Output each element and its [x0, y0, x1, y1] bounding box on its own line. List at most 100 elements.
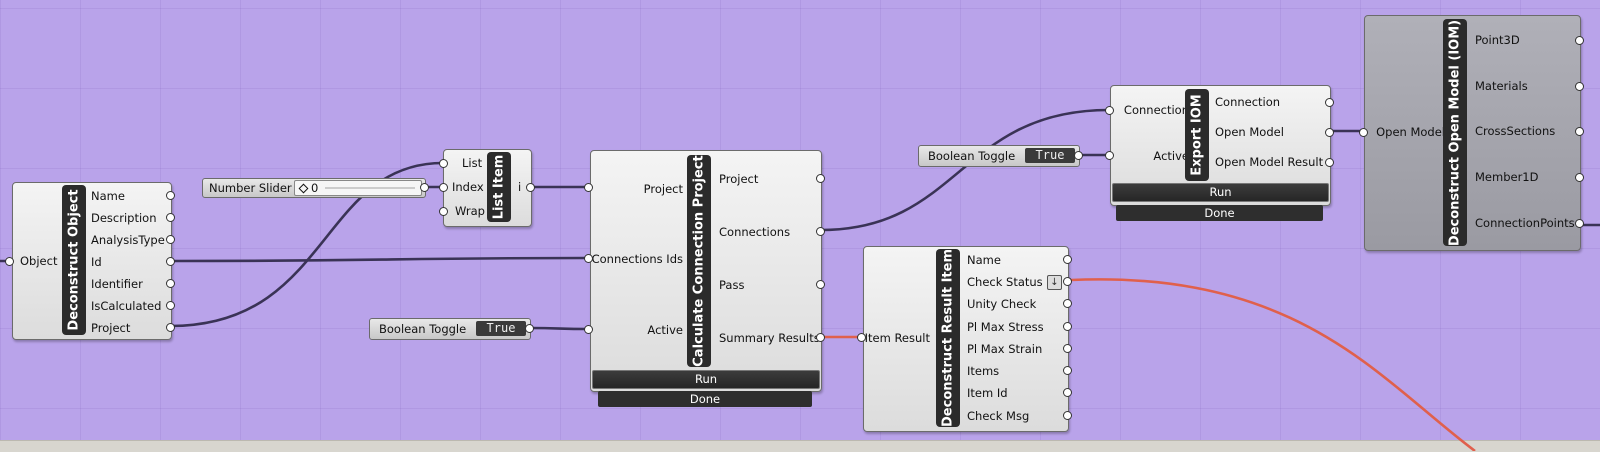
- output-grip[interactable]: [1575, 219, 1584, 228]
- component-title: Calculate Connection Project: [687, 155, 711, 367]
- output-grip[interactable]: [420, 183, 429, 192]
- deconstruct-open-model-component[interactable]: Open Model Deconstruct Open Model (IOM) …: [1364, 15, 1581, 251]
- status-done: Done: [1116, 205, 1323, 221]
- output-grip[interactable]: [1063, 411, 1072, 420]
- wire-id-to-connections-ids: [169, 256, 589, 263]
- input-open-model: Open Model: [1376, 125, 1445, 139]
- arrow-down-icon[interactable]: ↓: [1047, 275, 1062, 290]
- input-grip[interactable]: [1105, 106, 1114, 115]
- input-grip[interactable]: [1359, 128, 1368, 137]
- input-grip[interactable]: [584, 254, 593, 263]
- output-connection: Connection: [1215, 95, 1281, 109]
- output-check-status: Check Status: [967, 275, 1043, 289]
- input-grip[interactable]: [439, 159, 448, 168]
- slider-rail: [325, 187, 415, 189]
- output-grip[interactable]: [525, 324, 534, 333]
- output-grip[interactable]: [1063, 299, 1072, 308]
- slider-label: Number Slider: [209, 181, 292, 195]
- input-grip[interactable]: [857, 333, 866, 342]
- output-grip[interactable]: [816, 174, 825, 183]
- boolean-toggle[interactable]: Boolean Toggle True: [918, 145, 1080, 167]
- output-materials: Materials: [1475, 79, 1528, 93]
- output-grip[interactable]: [1063, 255, 1072, 264]
- output-grip[interactable]: [1074, 151, 1083, 160]
- input-index: Index: [452, 180, 484, 194]
- slider-track[interactable]: 0: [294, 180, 422, 196]
- output-grip[interactable]: [1063, 366, 1072, 375]
- output-check-msg: Check Msg: [967, 409, 1030, 423]
- output-grip[interactable]: [1063, 322, 1072, 331]
- output-grip[interactable]: [166, 213, 175, 222]
- toggle-label: Boolean Toggle: [379, 322, 467, 336]
- output-id: Id: [91, 255, 102, 269]
- toggle-label: Boolean Toggle: [928, 149, 1016, 163]
- input-connection: Connection: [1123, 103, 1189, 117]
- deconstruct-result-item-component[interactable]: Item Result Deconstruct Result Item Name…: [863, 246, 1069, 432]
- input-connections-ids: Connections Ids: [591, 252, 683, 266]
- output-grip[interactable]: [1063, 277, 1072, 286]
- output-summary-results: Summary Results: [719, 331, 820, 345]
- output-grip[interactable]: [1575, 36, 1584, 45]
- output-grip[interactable]: [1575, 82, 1584, 91]
- output-iscalculated: IsCalculated: [91, 299, 162, 313]
- component-title: Deconstruct Object: [62, 185, 86, 335]
- output-connections: Connections: [719, 225, 791, 239]
- output-grip[interactable]: [166, 257, 175, 266]
- output-grip[interactable]: [1063, 344, 1072, 353]
- output-project: Project: [91, 321, 131, 335]
- input-grip[interactable]: [439, 183, 448, 192]
- list-item-component[interactable]: List Index Wrap List Item i: [443, 149, 532, 227]
- output-point3d: Point3D: [1475, 33, 1520, 47]
- output-grip[interactable]: [1325, 128, 1334, 137]
- run-button[interactable]: Run: [1112, 183, 1329, 202]
- toggle-value[interactable]: True: [476, 321, 526, 336]
- input-active: Active: [1153, 149, 1189, 163]
- run-button[interactable]: Run: [592, 370, 820, 389]
- output-name: Name: [91, 189, 125, 203]
- output-grip[interactable]: [166, 191, 175, 200]
- output-grip[interactable]: [1325, 158, 1334, 167]
- output-grip[interactable]: [526, 183, 535, 192]
- output-pass: Pass: [719, 278, 745, 292]
- output-pl-max-strain: Pl Max Strain: [967, 342, 1043, 356]
- output-grip[interactable]: [816, 227, 825, 236]
- output-project: Project: [719, 172, 759, 186]
- wire-connections-to-export: [819, 108, 1111, 232]
- output-grip[interactable]: [166, 235, 175, 244]
- wire-check-status-out: [1070, 278, 1476, 451]
- input-grip[interactable]: [439, 207, 448, 216]
- component-title: Export IOM: [1185, 89, 1209, 181]
- output-grip[interactable]: [816, 280, 825, 289]
- output-grip[interactable]: [816, 333, 825, 342]
- input-grip[interactable]: [1105, 151, 1114, 160]
- toggle-value[interactable]: True: [1025, 148, 1075, 163]
- output-grip[interactable]: [1575, 127, 1584, 136]
- output-name: Name: [967, 253, 1001, 267]
- component-title: Deconstruct Open Model (IOM): [1443, 19, 1467, 246]
- slider-value: 0: [311, 181, 319, 195]
- output-description: Description: [91, 211, 157, 225]
- output-grip[interactable]: [166, 323, 175, 332]
- output-grip[interactable]: [1575, 173, 1584, 182]
- output-grip[interactable]: [166, 301, 175, 310]
- boolean-toggle[interactable]: Boolean Toggle True: [369, 318, 531, 340]
- input-grip[interactable]: [584, 325, 593, 334]
- wire-project-to-list: [169, 161, 445, 328]
- input-grip[interactable]: [5, 257, 14, 266]
- output-grip[interactable]: [1325, 98, 1334, 107]
- input-grip[interactable]: [584, 183, 593, 192]
- output-grip[interactable]: [1063, 388, 1072, 397]
- input-wrap: Wrap: [455, 204, 485, 218]
- output-grip[interactable]: [166, 279, 175, 288]
- component-title: Deconstruct Result Item: [936, 249, 960, 427]
- input-list: List: [462, 156, 483, 170]
- export-iom-component[interactable]: Connection Active Export IOM Connection …: [1110, 85, 1331, 206]
- deconstruct-object-component[interactable]: Object Deconstruct Object Name Descripti…: [12, 182, 172, 340]
- calculate-connection-project-component[interactable]: Project Connections Ids Active Calculate…: [590, 150, 822, 392]
- output-open-model: Open Model: [1215, 125, 1284, 139]
- diamond-icon: [298, 183, 309, 194]
- output-identifier: Identifier: [91, 277, 143, 291]
- output-crosssections: CrossSections: [1475, 124, 1556, 138]
- number-slider[interactable]: Number Slider 0: [202, 178, 426, 198]
